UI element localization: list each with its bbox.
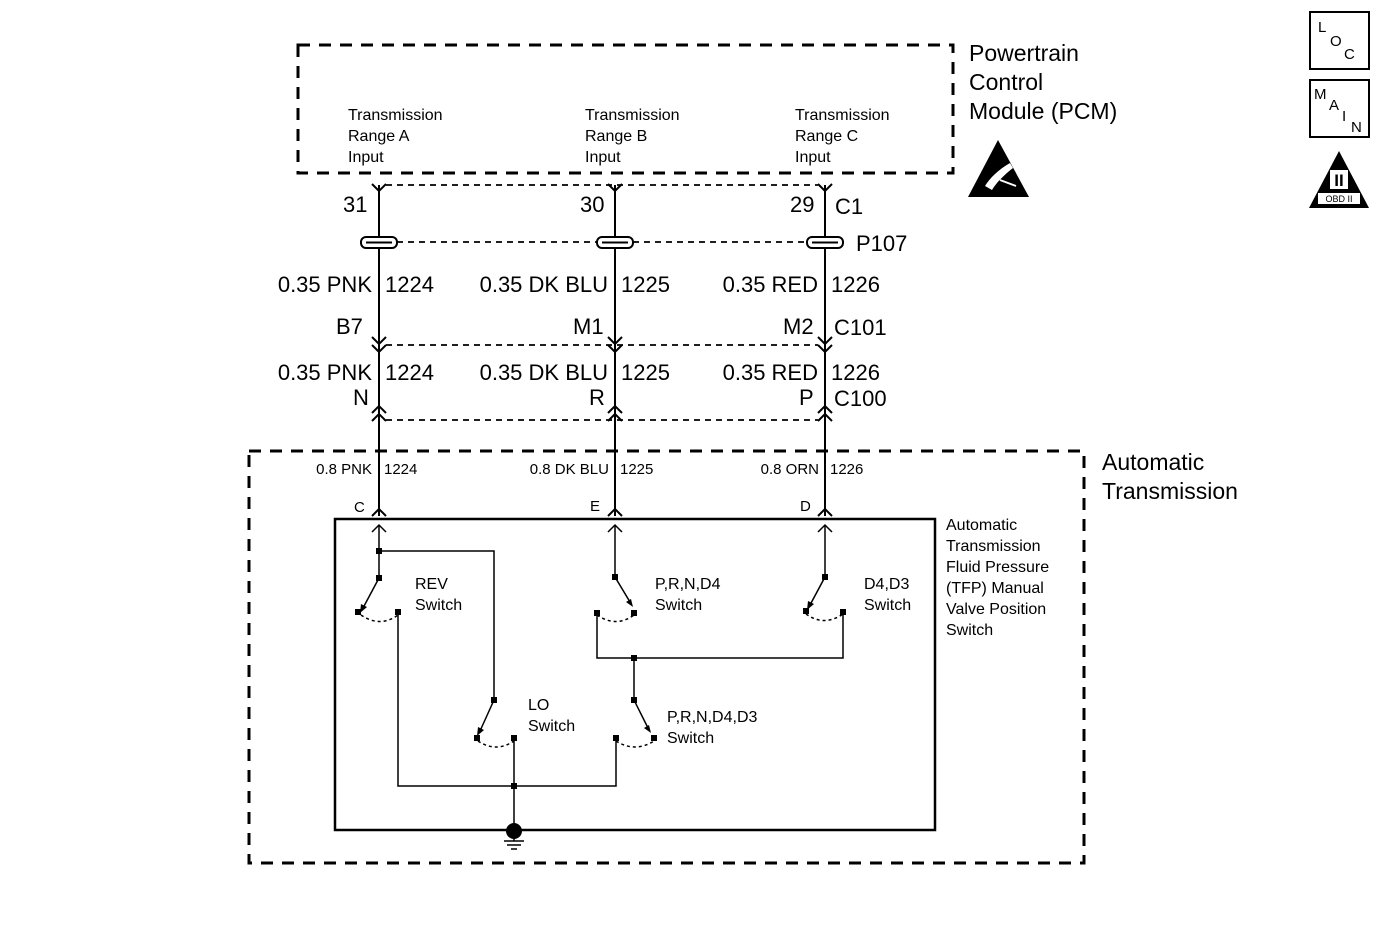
loc-icon[interactable]: L O C [1309, 11, 1370, 70]
c100-pin-r: R [589, 385, 605, 410]
c1-label: C1 [835, 194, 863, 219]
svg-text:Switch: Switch [655, 597, 702, 614]
svg-text:Valve Position: Valve Position [946, 601, 1046, 618]
svg-text:N: N [1351, 119, 1362, 136]
svg-text:O: O [1330, 33, 1342, 50]
pcm-input-c: Transmission Range C Input [795, 107, 890, 166]
lower-wire-a-circuit: 1224 [385, 360, 434, 385]
svg-text:Switch: Switch [864, 597, 911, 614]
p107-label: P107 [856, 231, 907, 256]
main-icon[interactable]: M A I N [1309, 79, 1370, 138]
upper-wire-b-circuit: 1225 [621, 272, 670, 297]
svg-text:D4,D3: D4,D3 [864, 576, 909, 593]
upper-wire-a-color: 0.35 PNK [278, 272, 372, 297]
c1-connector [371, 183, 833, 193]
svg-text:Fluid Pressure: Fluid Pressure [946, 559, 1049, 576]
svg-text:Input: Input [585, 149, 621, 166]
lo-switch-label: LO Switch [528, 697, 575, 735]
p107-connector [360, 236, 844, 249]
upper-wire-a-circuit: 1224 [385, 272, 434, 297]
trans-wire-b-circuit: 1225 [620, 461, 653, 478]
trans-wire-a-circuit: 1224 [384, 461, 417, 478]
c100-connector [371, 404, 833, 422]
c100-label: C100 [834, 386, 887, 411]
svg-text:Range A: Range A [348, 128, 410, 145]
svg-text:Input: Input [348, 149, 384, 166]
lower-wire-b-circuit: 1225 [621, 360, 670, 385]
svg-text:P,R,N,D4: P,R,N,D4 [655, 576, 721, 593]
svg-text:P,R,N,D4,D3: P,R,N,D4,D3 [667, 709, 758, 726]
svg-text:A: A [1329, 97, 1339, 114]
svg-text:Range B: Range B [585, 128, 647, 145]
obd-ii-icon[interactable]: II OBD II [1309, 151, 1369, 208]
svg-text:Automatic: Automatic [946, 517, 1017, 534]
trans-pin-e: E [590, 498, 600, 515]
pcm-box [296, 43, 955, 175]
c100-pin-n: N [353, 385, 369, 410]
trans-wire-a-color: 0.8 PNK [316, 461, 372, 478]
trans-pin-c: C [354, 499, 365, 516]
c101-pin-b7: B7 [336, 314, 363, 339]
trans-wire-b-color: 0.8 DK BLU [530, 461, 609, 478]
pcm-title-2: Control [969, 69, 1043, 95]
tfp-switch-box [333, 517, 937, 832]
transmission-box [247, 449, 1086, 865]
svg-text:Transmission: Transmission [795, 107, 890, 124]
svg-text:C: C [1344, 46, 1355, 63]
svg-text:(TFP) Manual: (TFP) Manual [946, 580, 1044, 597]
pin-31: 31 [343, 192, 367, 217]
trans-wire-c-color: 0.8 ORN [761, 461, 819, 478]
c100-pin-p: P [799, 385, 814, 410]
pin-29: 29 [790, 192, 814, 217]
lower-wire-c-color: 0.35 RED [723, 360, 818, 385]
svg-text:REV: REV [415, 576, 448, 593]
lower-wire-c-circuit: 1226 [831, 360, 880, 385]
switch-box-pins [371, 507, 833, 533]
trans-title-1: Automatic [1102, 449, 1204, 475]
c101-label: C101 [834, 315, 887, 340]
svg-text:Transmission: Transmission [946, 538, 1041, 555]
svg-text:Transmission: Transmission [348, 107, 443, 124]
pcm-title-1: Powertrain [969, 40, 1079, 66]
switch-circuit [355, 525, 846, 828]
rev-switch-label: REV Switch [415, 576, 462, 614]
pin-30: 30 [580, 192, 604, 217]
svg-text:Switch: Switch [528, 718, 575, 735]
svg-text:Switch: Switch [415, 597, 462, 614]
svg-text:L: L [1318, 19, 1326, 36]
svg-text:II: II [1334, 171, 1343, 190]
c101-pin-m1: M1 [573, 314, 604, 339]
svg-text:I: I [1342, 108, 1346, 125]
pcm-input-b: Transmission Range B Input [585, 107, 680, 166]
svg-text:Transmission: Transmission [585, 107, 680, 124]
c101-connector [371, 336, 833, 354]
lower-wire-b-color: 0.35 DK BLU [480, 360, 608, 385]
svg-text:Switch: Switch [667, 730, 714, 747]
svg-text:OBD II: OBD II [1325, 194, 1352, 204]
upper-wire-b-color: 0.35 DK BLU [480, 272, 608, 297]
svg-text:M: M [1314, 86, 1327, 103]
pcm-title-3: Module (PCM) [969, 98, 1117, 124]
svg-text:Switch: Switch [946, 622, 993, 639]
svg-text:Input: Input [795, 149, 831, 166]
svg-text:Range C: Range C [795, 128, 858, 145]
tfp-switch-title: Automatic Transmission Fluid Pressure (T… [946, 517, 1049, 639]
trans-wire-c-circuit: 1226 [830, 461, 863, 478]
svg-text:LO: LO [528, 697, 549, 714]
ground-icon [504, 823, 524, 850]
esd-warning-icon [968, 140, 1029, 197]
trans-pin-d: D [800, 498, 811, 515]
c101-pin-m2: M2 [783, 314, 814, 339]
d4d3-switch-label: D4,D3 Switch [864, 576, 911, 614]
upper-wire-c-circuit: 1226 [831, 272, 880, 297]
prnd4-switch-label: P,R,N,D4 Switch [655, 576, 721, 614]
prnd4d3-switch-label: P,R,N,D4,D3 Switch [667, 709, 758, 747]
upper-wire-c-color: 0.35 RED [723, 272, 818, 297]
pcm-input-a: Transmission Range A Input [348, 107, 443, 166]
lower-wire-a-color: 0.35 PNK [278, 360, 372, 385]
trans-title-2: Transmission [1102, 478, 1238, 504]
